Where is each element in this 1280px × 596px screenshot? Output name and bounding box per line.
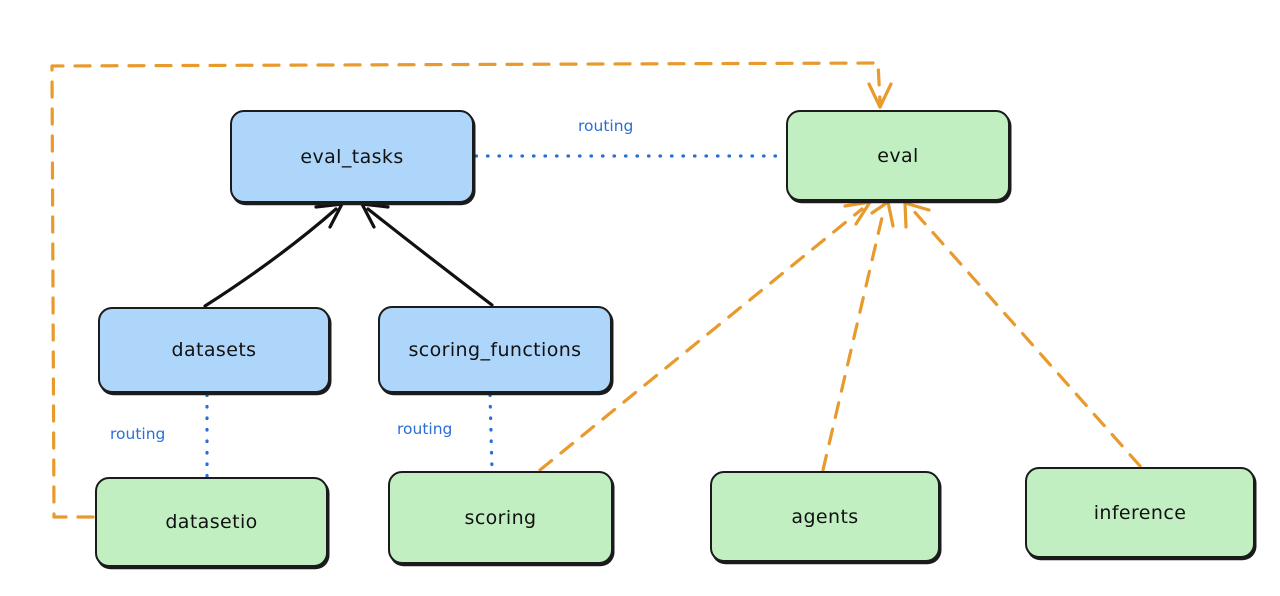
node-label: datasets bbox=[171, 339, 257, 361]
edge-label-routing-datasets-datasetio: routing bbox=[110, 425, 166, 443]
node-eval-tasks[interactable]: eval_tasks bbox=[230, 110, 474, 203]
edge-agents-to-eval bbox=[821, 200, 895, 472]
edge-label-routing-scoring-functions-scoring: routing bbox=[397, 420, 453, 438]
edge-scoring_functions-to-eval_tasks bbox=[360, 202, 494, 307]
edge-label-routing-eval-tasks-eval: routing bbox=[578, 117, 634, 135]
edge-scoring_functions-to-scoring bbox=[488, 393, 494, 472]
node-datasetio[interactable]: datasetio bbox=[95, 477, 328, 567]
node-label: scoring bbox=[464, 506, 537, 529]
node-label: eval bbox=[877, 144, 919, 167]
node-eval[interactable]: eval bbox=[786, 110, 1010, 201]
node-label: datasetio bbox=[165, 511, 258, 533]
node-inference[interactable]: inference bbox=[1025, 467, 1255, 558]
node-label: scoring_functions bbox=[408, 338, 582, 361]
node-label: eval_tasks bbox=[300, 145, 404, 168]
edge-inference-to-eval bbox=[903, 201, 1142, 468]
node-datasets[interactable]: datasets bbox=[98, 307, 330, 393]
node-scoring[interactable]: scoring bbox=[388, 471, 613, 564]
node-agents[interactable]: agents bbox=[710, 471, 940, 562]
node-label: inference bbox=[1093, 501, 1187, 524]
node-label: agents bbox=[791, 505, 859, 528]
node-scoring-functions[interactable]: scoring_functions bbox=[378, 306, 612, 393]
edge-datasets-to-eval_tasks bbox=[203, 202, 344, 308]
